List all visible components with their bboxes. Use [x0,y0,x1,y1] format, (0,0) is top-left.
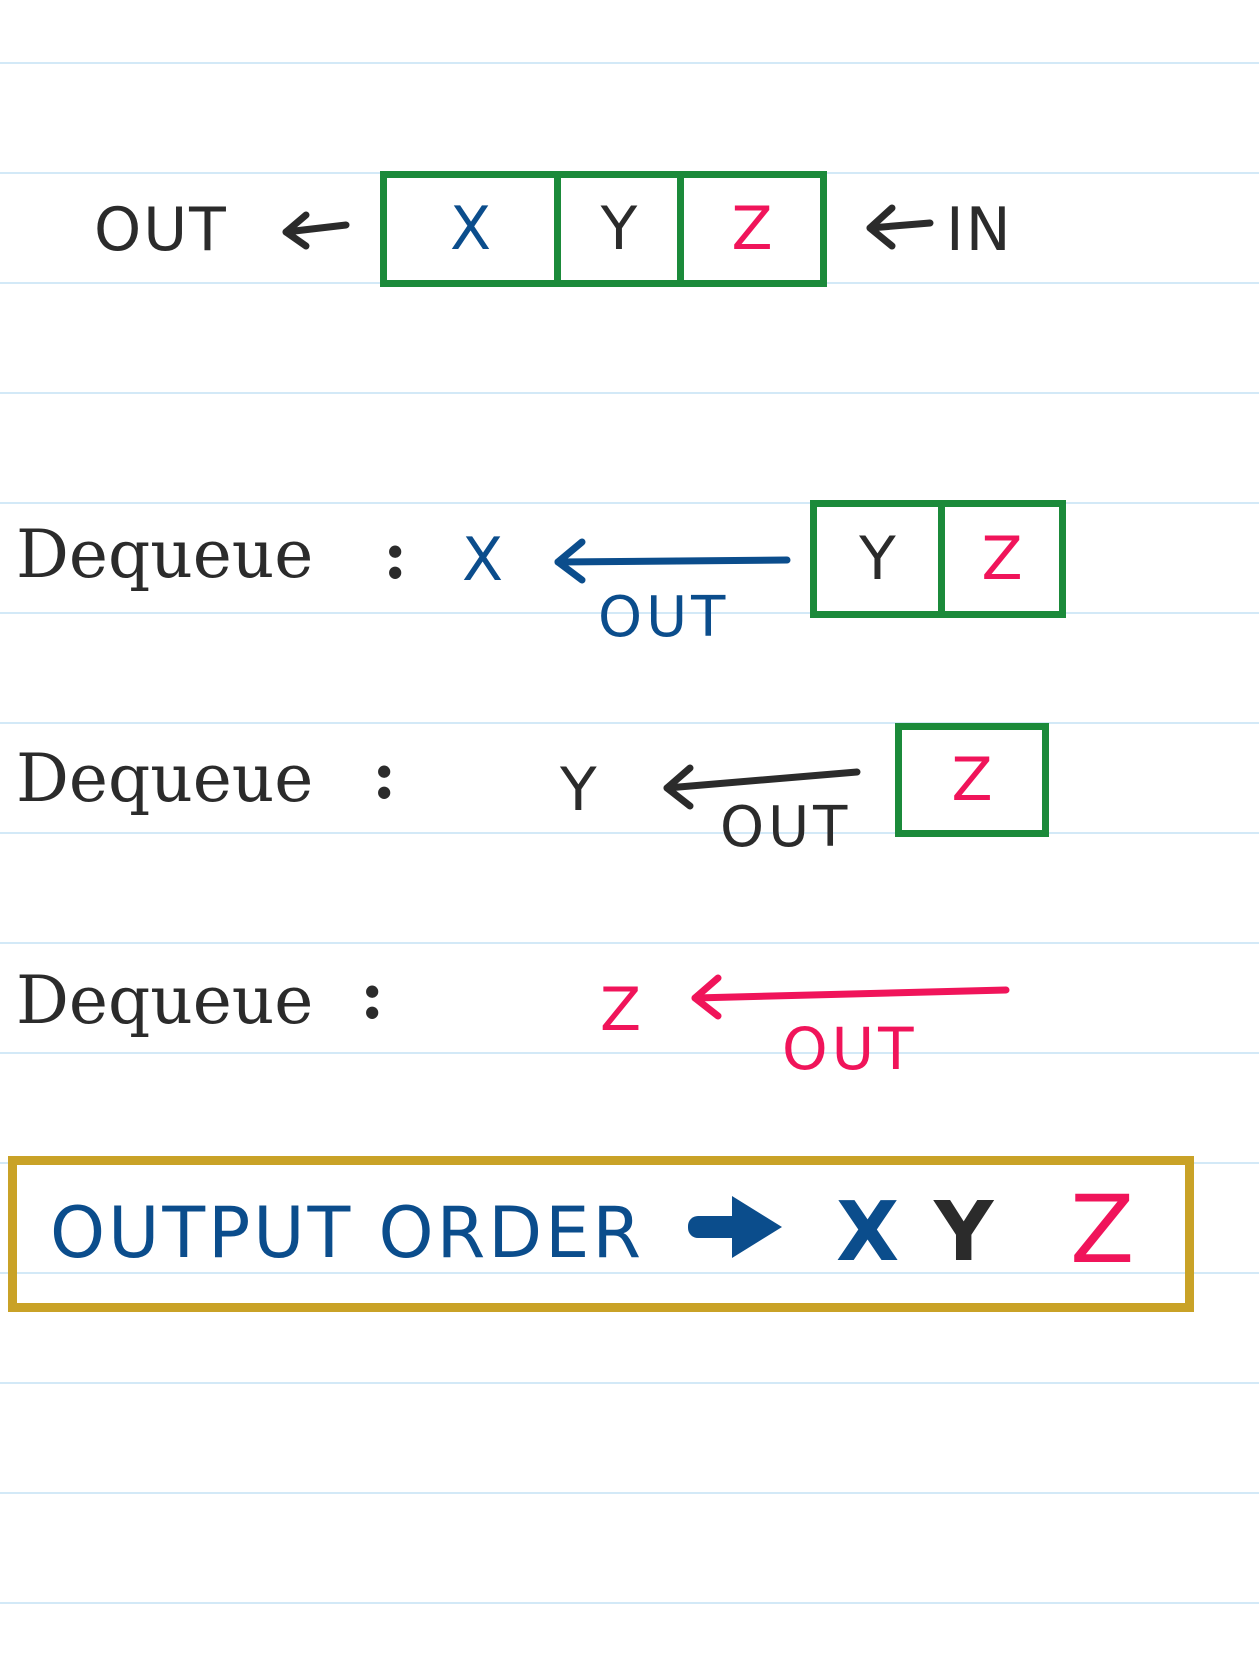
ruled-line [0,1272,1259,1274]
dequeued-item: Y [560,755,599,825]
ruled-line [0,502,1259,504]
result-item-x: X [836,1185,900,1280]
ruled-line [0,942,1259,944]
cell-divider [677,171,684,287]
queue-box [895,723,1049,837]
out-arrow-icon [282,211,350,250]
queue-cell-y: Y [600,194,638,264]
dequeue-label: Dequeue [16,740,314,817]
ruled-line [0,1492,1259,1494]
cell-divider [938,500,945,618]
dequeue-colon: : [372,736,397,814]
out-label: OUT [94,195,228,265]
ruled-line [0,832,1259,834]
queue-cell-z: Z [951,745,993,815]
ruled-line [0,722,1259,724]
dequeued-item: Z [600,975,644,1045]
out-label: OUT [782,1015,918,1083]
out-label: OUT [720,795,852,860]
dequeue-arrow-icon [691,974,1010,1020]
result-label: OUTPUT ORDER [50,1192,645,1274]
dequeue-colon: : [383,516,408,594]
dequeue-label: Dequeue [16,516,314,593]
result-item-z: Z [1070,1176,1135,1285]
dequeue-arrow-icon [663,764,861,810]
dequeue-arrow-icon [554,538,791,584]
cell-divider [554,171,561,287]
in-arrow-icon [866,204,934,250]
queue-cell-z: Z [731,194,773,264]
queue-box [380,171,827,287]
queue-cell-z: Z [981,524,1023,594]
in-label: IN [946,195,1013,265]
ruled-line [0,62,1259,64]
dequeued-item: X [462,525,506,595]
queue-cell-x: X [449,194,492,264]
out-label: OUT [598,585,730,650]
queue-cell-y: Y [859,524,896,594]
ruled-line [0,1602,1259,1604]
result-item-y: Y [934,1185,994,1280]
ruled-line [0,392,1259,394]
ruled-line [0,1382,1259,1384]
result-arrow-icon [688,1196,782,1258]
dequeue-label: Dequeue [16,962,314,1039]
dequeue-colon: : [360,956,385,1034]
ruled-line [0,1052,1259,1054]
result-box [8,1156,1194,1312]
ruled-line [0,612,1259,614]
